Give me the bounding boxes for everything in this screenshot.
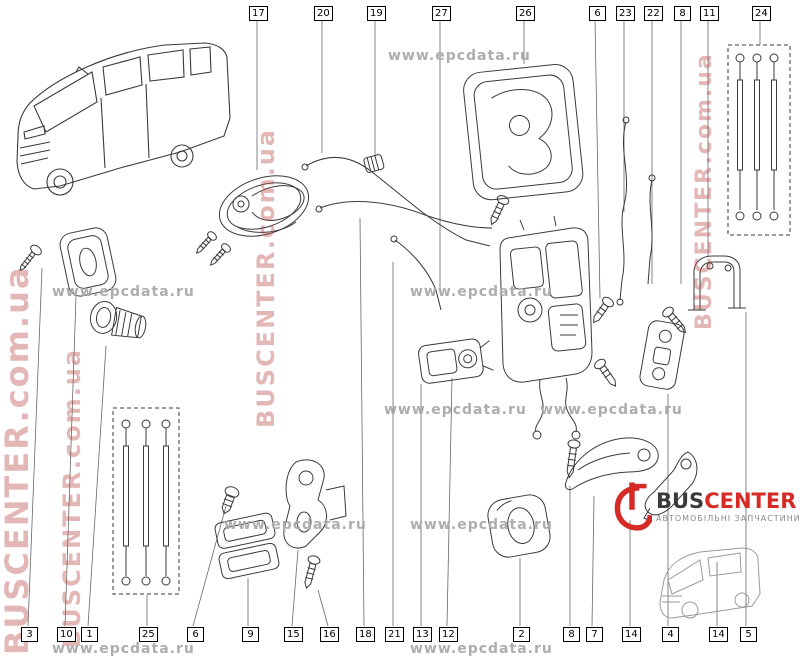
callout-top-8[interactable]: 8: [674, 6, 691, 21]
callout-top-17[interactable]: 17: [249, 6, 268, 21]
callout-bottom-12[interactable]: 12: [439, 627, 458, 642]
callout-bottom-10[interactable]: 10: [57, 627, 76, 642]
callout-bottom-15[interactable]: 15: [284, 627, 303, 642]
gasket-plate-part: [59, 227, 117, 297]
lock-cylinder-part: [89, 301, 147, 339]
callout-bottom-7[interactable]: 7: [586, 627, 603, 642]
callout-top-24[interactable]: 24: [752, 6, 771, 21]
door-handle-part: [218, 175, 310, 237]
screw-lower-center: [594, 358, 617, 387]
van-illustration: [16, 42, 231, 196]
buscenter-logo: BUSCENTER АВТОМОБІЛЬНІ ЗАПЧАСТИНИ: [612, 480, 800, 538]
striker-part: [639, 320, 685, 390]
callout-bottom-6[interactable]: 6: [187, 627, 204, 642]
callout-top-11[interactable]: 11: [700, 6, 719, 21]
callout-bottom-25[interactable]: 25: [139, 627, 158, 642]
right-rods: [616, 116, 656, 306]
callout-bottom-18[interactable]: 18: [356, 627, 375, 642]
screw-part-3: [19, 244, 42, 272]
check-strap-part: [283, 459, 347, 549]
buscenter-logo-tagline: АВТОМОБІЛЬНІ ЗАПЧАСТИНИ: [656, 514, 800, 523]
callout-top-27[interactable]: 27: [432, 6, 451, 21]
callout-top-6[interactable]: 6: [589, 6, 606, 21]
handle-screws: [195, 231, 231, 266]
rod-kit-24: [727, 44, 791, 236]
callout-bottom-3[interactable]: 3: [21, 627, 38, 642]
callout-bottom-4[interactable]: 4: [662, 627, 679, 642]
callout-bottom-14b[interactable]: 14: [709, 627, 728, 642]
callout-top-26[interactable]: 26: [516, 6, 535, 21]
exterior-handle-part: [565, 437, 659, 491]
logo-text-bus: BUS: [656, 489, 705, 513]
rod-kit-25: [112, 407, 180, 595]
lock-cover-part: [463, 63, 584, 201]
screw-right-a: [593, 296, 614, 324]
screw-part-center: [490, 195, 510, 226]
buscenter-logo-text: BUSCENTER: [656, 490, 800, 512]
callout-top-20[interactable]: 20: [314, 6, 333, 21]
clamp-part: [214, 486, 280, 580]
buscenter-logo-icon: [612, 480, 653, 538]
clip-part: [363, 154, 385, 173]
bracket-part: [688, 255, 746, 311]
screw-part-8: [566, 439, 581, 479]
linkage-rods: [301, 156, 493, 311]
callout-bottom-13[interactable]: 13: [413, 627, 432, 642]
callout-bottom-5[interactable]: 5: [740, 627, 757, 642]
callout-bottom-8[interactable]: 8: [563, 627, 580, 642]
callout-bottom-2[interactable]: 2: [513, 627, 530, 642]
screw-part-16: [304, 555, 321, 589]
small-lock-part: [418, 338, 494, 384]
callout-top-22[interactable]: 22: [644, 6, 663, 21]
van-sketch-small: [659, 547, 761, 619]
callout-bottom-1[interactable]: 1: [81, 627, 98, 642]
callout-bottom-14[interactable]: 14: [622, 627, 641, 642]
callout-bottom-9[interactable]: 9: [242, 627, 259, 642]
gasket-part-2: [487, 494, 551, 558]
logo-text-center: CENTER: [704, 489, 797, 513]
main-lock-assembly: [499, 215, 593, 440]
callout-bottom-21[interactable]: 21: [385, 627, 404, 642]
callout-top-23[interactable]: 23: [616, 6, 635, 21]
callout-bottom-16[interactable]: 16: [320, 627, 339, 642]
screw-right-b: [662, 306, 686, 334]
callout-top-19[interactable]: 19: [367, 6, 386, 21]
